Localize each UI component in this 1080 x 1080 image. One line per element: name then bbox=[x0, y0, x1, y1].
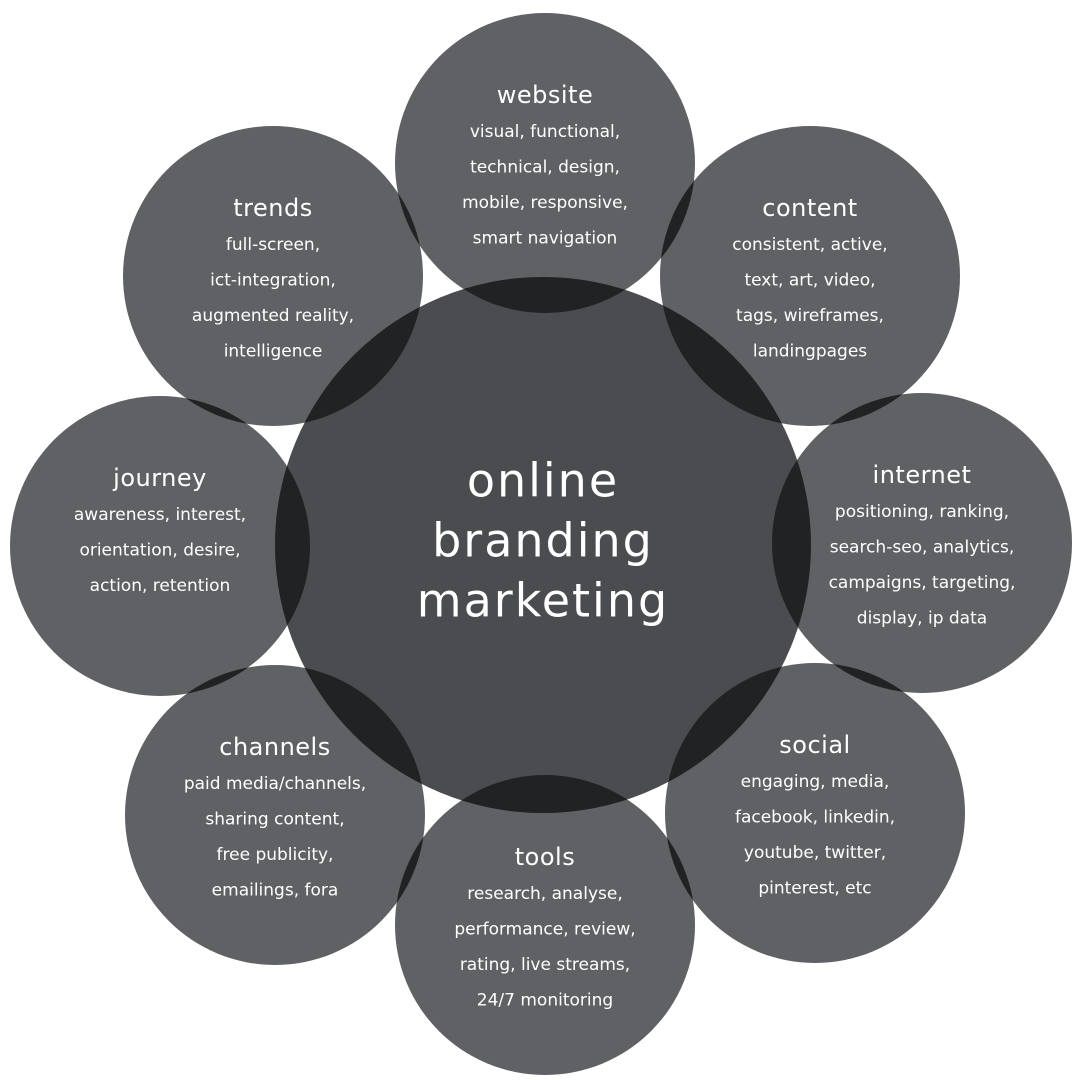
circle-website bbox=[395, 13, 695, 313]
tools-item: research, analyse, bbox=[467, 884, 622, 904]
social-item: facebook, linkedin, bbox=[735, 808, 895, 828]
outer-circles bbox=[10, 13, 1072, 1075]
social-item: pinterest, etc bbox=[758, 879, 871, 899]
content-title: content bbox=[762, 194, 857, 222]
content-item: tags, wireframes, bbox=[736, 306, 884, 326]
circle-social bbox=[665, 663, 965, 963]
circle-trends bbox=[123, 126, 423, 426]
channels-item: paid media/channels, bbox=[184, 774, 366, 794]
channels-item: free publicity, bbox=[217, 845, 334, 865]
content-item: landingpages bbox=[753, 342, 867, 362]
trends-item: full-screen, bbox=[226, 235, 320, 255]
circle-content bbox=[660, 126, 960, 426]
circle-internet bbox=[772, 393, 1072, 693]
trends-item: augmented reality, bbox=[192, 306, 354, 326]
tools-item: rating, live streams, bbox=[460, 955, 630, 975]
circle-channels bbox=[125, 665, 425, 965]
journey-item: orientation, desire, bbox=[79, 541, 240, 561]
content-item: text, art, video, bbox=[744, 271, 875, 291]
channels-item: emailings, fora bbox=[212, 881, 339, 901]
content-item: consistent, active, bbox=[732, 235, 887, 255]
trends-item: ict-integration, bbox=[210, 271, 336, 291]
website-item: mobile, responsive, bbox=[462, 193, 628, 213]
internet-item: campaigns, targeting, bbox=[829, 573, 1016, 593]
website-item: technical, design, bbox=[470, 158, 620, 178]
trends-item: intelligence bbox=[224, 342, 323, 362]
circle-center bbox=[275, 277, 811, 813]
tools-title: tools bbox=[515, 843, 575, 871]
circle-tools bbox=[395, 775, 695, 1075]
internet-item: search-seo, analytics, bbox=[830, 538, 1015, 558]
center-title-line: branding bbox=[432, 514, 654, 568]
internet-title: internet bbox=[873, 461, 972, 489]
center-circle-group bbox=[275, 277, 811, 813]
website-title: website bbox=[497, 81, 593, 109]
social-item: youtube, twitter, bbox=[744, 843, 886, 863]
social-item: engaging, media, bbox=[741, 772, 890, 792]
channels-item: sharing content, bbox=[205, 810, 344, 830]
tools-item: performance, review, bbox=[454, 920, 635, 940]
center-title-line: online bbox=[467, 454, 619, 508]
labels: online branding marketing website visual, fu… bbox=[74, 81, 1016, 1011]
internet-item: positioning, ranking, bbox=[835, 502, 1009, 522]
internet-item: display, ip data bbox=[857, 609, 987, 629]
website-item: visual, functional, bbox=[470, 122, 620, 142]
journey-title: journey bbox=[112, 464, 207, 492]
tools-item: 24/7 monitoring bbox=[477, 991, 613, 1011]
social-title: social bbox=[779, 731, 850, 759]
circle-journey bbox=[10, 396, 310, 696]
center-title-line: marketing bbox=[417, 574, 669, 628]
journey-item: action, retention bbox=[90, 576, 231, 596]
channels-title: channels bbox=[219, 733, 330, 761]
journey-item: awareness, interest, bbox=[74, 505, 246, 525]
trends-title: trends bbox=[233, 194, 312, 222]
website-item: smart navigation bbox=[473, 229, 618, 249]
